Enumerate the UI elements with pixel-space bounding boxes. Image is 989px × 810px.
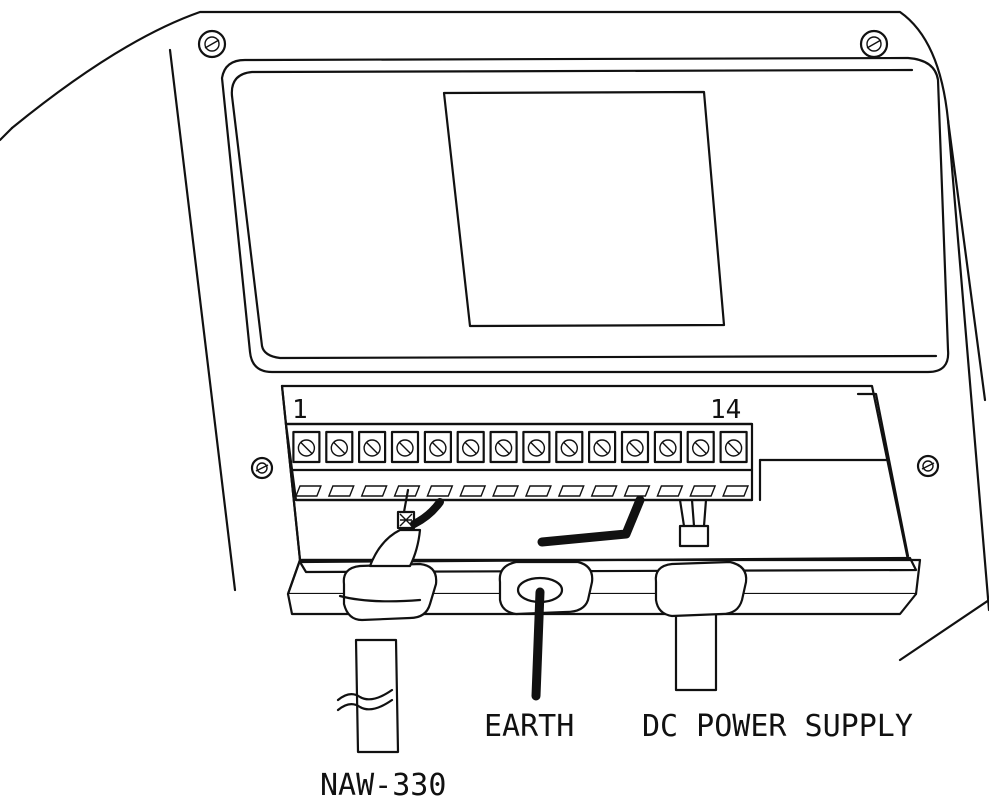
terminal-screw-icon [425,432,451,462]
screw-top-left-icon [199,31,225,57]
front-cover-panel [222,58,948,372]
terminal-screw-icon [655,432,681,462]
terminal-screw-icon [491,432,517,462]
earth-label: EARTH [484,709,574,744]
terminal-screw-icon [556,432,582,462]
terminal-screw-icon [523,432,549,462]
terminal-screw-icon [392,432,418,462]
terminal-screw-icon [293,432,319,462]
terminal-label-first: 1 [292,395,308,425]
terminal-screw-icon [622,432,648,462]
terminal-screw-icon [589,432,615,462]
screw-top-right-icon [861,31,887,57]
terminal-screw-icon [458,432,484,462]
terminal-block [286,424,752,500]
sensor-label: NAW-330 [320,768,446,803]
screw-mid-right-icon [918,456,938,476]
terminal-label-last: 14 [710,395,741,425]
terminal-screw-icon [721,432,747,462]
screw-mid-left-icon [252,458,272,478]
terminal-screw-icon [326,432,352,462]
display-window [444,92,724,326]
power-label: DC POWER SUPPLY [642,709,913,744]
terminal-screw-icon [359,432,385,462]
terminal-screw-icon [688,432,714,462]
